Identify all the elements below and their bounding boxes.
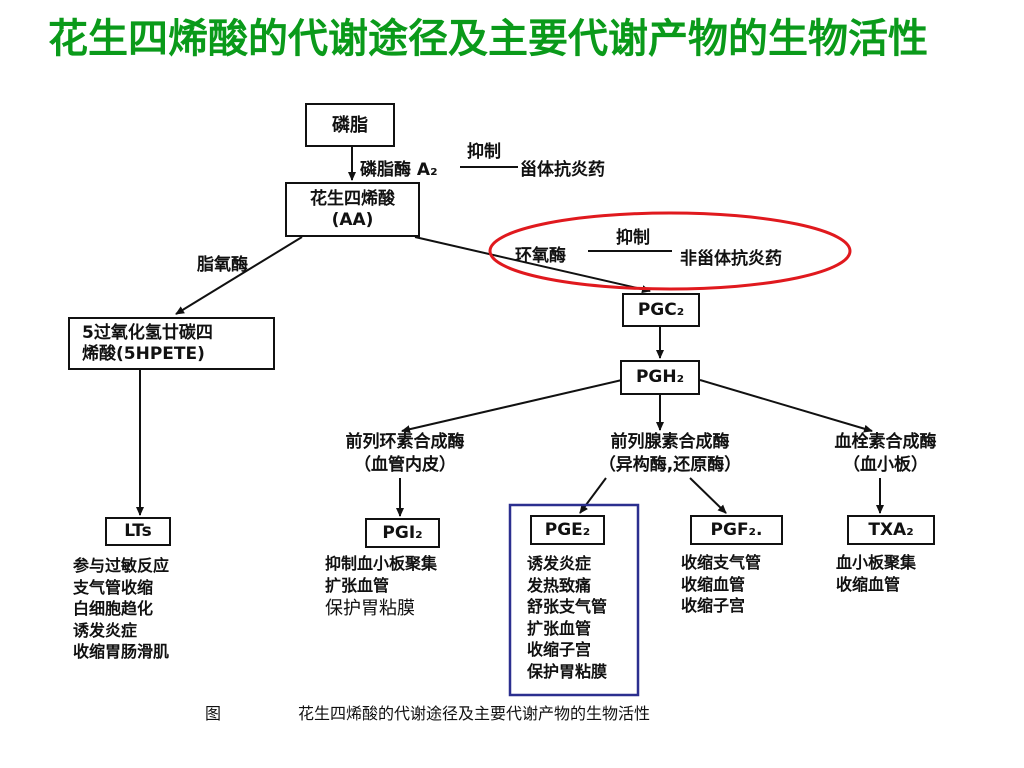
enzyme-thromboxane-source: （血小板） xyxy=(843,455,928,475)
node-pgi2: PGI₂ xyxy=(365,518,440,548)
label-inhibit-nsaid: 抑制 xyxy=(616,228,650,248)
enzyme-prostacyclin-synthase: 前列环素合成酶 （血管内皮） xyxy=(315,431,495,477)
list-item: 收缩支气管 xyxy=(681,553,762,572)
list-item: 参与过敏反应 xyxy=(73,556,170,575)
arrow-pgh2-to-thromboxane-synthase xyxy=(699,379,873,433)
enzyme-thromboxane-synthase: 血栓素合成酶 （血小板） xyxy=(808,431,963,477)
node-txa2: TXA₂ xyxy=(847,515,935,545)
node-lts: LTs xyxy=(105,517,171,546)
node-pgi2-label: PGI₂ xyxy=(382,522,423,543)
node-5hpete-line-1: 5过氧化氢廿碳四 xyxy=(82,322,213,343)
arrow-pgh2-to-prostacyclin-synthase xyxy=(401,379,623,434)
node-pgf2: PGF₂. xyxy=(690,515,783,545)
node-lts-label: LTs xyxy=(124,521,152,541)
list-item: 支气管收缩 xyxy=(73,577,154,597)
list-item: 发热致痛 xyxy=(527,575,592,595)
enzyme-prostacyclin-name: 前列环素合成酶 xyxy=(345,432,465,452)
enzyme-prostaglandin-name: 前列腺素合成酶 xyxy=(610,432,730,452)
label-inhibit-steroid: 抑制 xyxy=(467,142,501,162)
list-item: 诱发炎症 xyxy=(73,620,138,640)
page-title: 花生四烯酸的代谢途径及主要代谢产物的生物活性 xyxy=(48,16,928,62)
list-item: 保护胃粘膜 xyxy=(527,661,608,681)
node-5hpete: 5过氧化氢廿碳四 烯酸(5HPETE) xyxy=(68,317,275,370)
node-pge2: PGE₂ xyxy=(530,515,605,545)
list-item: 舒张支气管 xyxy=(527,597,608,616)
label-nsaid-drug: 非甾体抗炎药 xyxy=(680,249,782,269)
node-pgc2: PGC₂ xyxy=(622,293,700,327)
effects-pgi2: 抑制血小板聚集 扩张血管 保护胃粘膜 xyxy=(325,553,437,622)
node-aa-line-2: (AA) xyxy=(331,209,374,230)
arrow-to-pge2 xyxy=(579,477,607,514)
list-item: 白细胞趋化 xyxy=(73,599,154,618)
figure-caption-label: 图 xyxy=(205,704,222,723)
list-item: 血小板聚集 xyxy=(836,553,917,572)
node-pgc2-label: PGC₂ xyxy=(637,299,685,320)
list-item: 收缩血管 xyxy=(836,574,901,594)
arrow-aa-to-hpete xyxy=(175,236,303,315)
arrow-aa-to-pgc2 xyxy=(414,236,651,294)
figure-caption-text: 花生四烯酸的代谢途径及主要代谢产物的生物活性 xyxy=(298,704,651,723)
node-5hpete-line-2: 烯酸(5HPETE) xyxy=(82,343,205,364)
list-item: 收缩胃肠滑肌 xyxy=(73,642,170,661)
enzyme-prostaglandin-synthase: 前列腺素合成酶 （异构酶,还原酶） xyxy=(565,431,775,477)
effects-lts: 参与过敏反应 支气管收缩 白细胞趋化 诱发炎症 收缩胃肠滑肌 xyxy=(73,555,169,663)
list-item: 诱发炎症 xyxy=(527,554,592,573)
effects-txa2: 血小板聚集 收缩血管 xyxy=(836,552,916,595)
node-pgh2: PGH₂ xyxy=(620,360,700,395)
list-item: 保护胃粘膜 xyxy=(325,598,415,619)
list-item: 扩张血管 xyxy=(527,618,592,638)
node-pgh2-label: PGH₂ xyxy=(635,367,685,387)
highlight-ellipse-cox xyxy=(488,211,852,291)
node-arachidonic-acid: 花生四烯酸 (AA) xyxy=(285,182,420,237)
node-phospholipid-label: 磷脂 xyxy=(332,114,368,136)
enzyme-prostaglandin-source: （异构酶,还原酶） xyxy=(598,455,742,475)
list-item: 收缩子宫 xyxy=(527,640,592,659)
list-item: 收缩血管 xyxy=(681,574,746,594)
label-steroid-drug: 甾体抗炎药 xyxy=(520,160,605,180)
node-pge2-label: PGE₂ xyxy=(544,519,591,540)
node-pgf2-label: PGF₂. xyxy=(710,519,763,540)
list-item: 扩张血管 xyxy=(325,575,390,595)
enzyme-thromboxane-name: 血栓素合成酶 xyxy=(834,432,937,452)
effects-pge2: 诱发炎症 发热致痛 舒张支气管 扩张血管 收缩子宫 保护胃粘膜 xyxy=(527,553,607,682)
node-phospholipid: 磷脂 xyxy=(305,103,395,147)
highlight-rect-pge2 xyxy=(508,503,640,697)
enzyme-prostacyclin-source: （血管内皮） xyxy=(354,455,456,475)
label-phospholipase-a2: 磷脂酶 A₂ xyxy=(360,160,438,180)
node-txa2-label: TXA₂ xyxy=(868,519,914,540)
effects-pgf2: 收缩支气管 收缩血管 收缩子宫 xyxy=(681,552,761,617)
arrow-to-pgf2 xyxy=(689,477,727,514)
label-lipoxygenase: 脂氧酶 xyxy=(197,255,248,275)
list-item: 抑制血小板聚集 xyxy=(325,554,438,573)
node-aa-line-1: 花生四烯酸 xyxy=(310,188,395,209)
list-item: 收缩子宫 xyxy=(681,596,746,615)
label-cyclooxygenase: 环氧酶 xyxy=(515,246,566,266)
